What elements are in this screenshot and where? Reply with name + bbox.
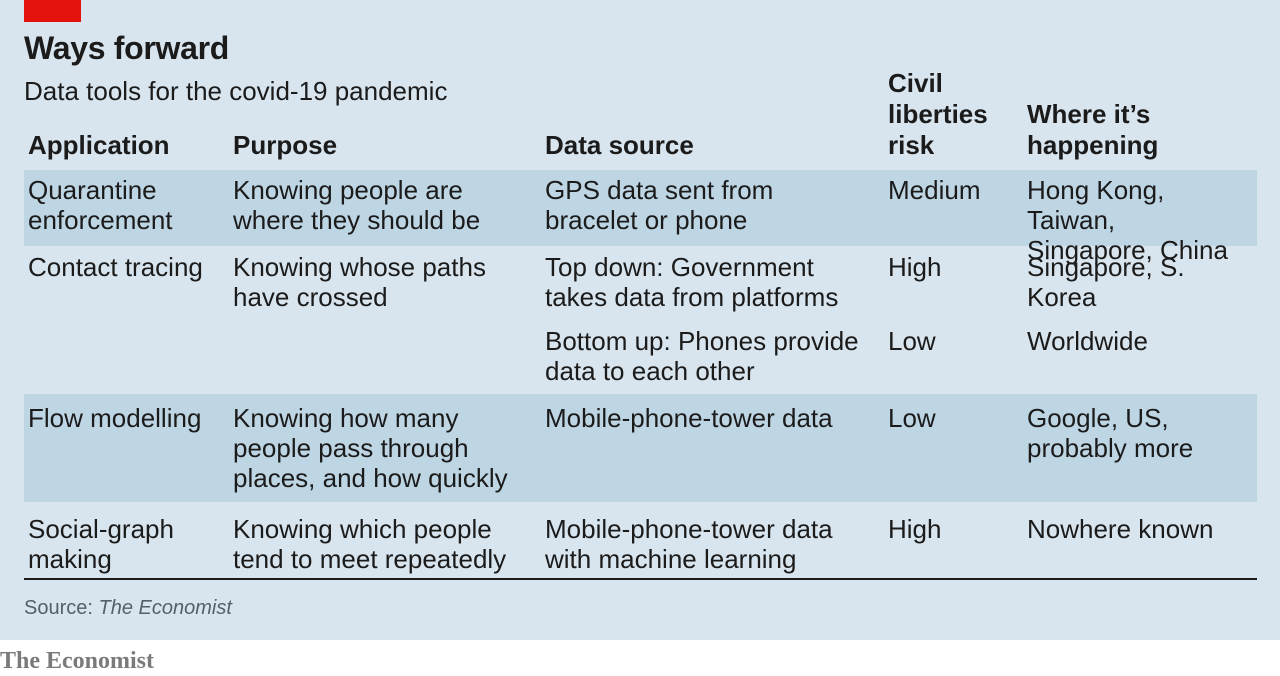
cell-risk: Low (888, 403, 936, 433)
page-subtitle: Data tools for the covid-19 pandemic (24, 76, 448, 106)
cell-data-source-2: Bottom up: Phones provide data to each o… (545, 326, 859, 386)
brand-logo-text: The Economist (0, 648, 155, 674)
cell-application: Quarantine enforcement (28, 175, 173, 235)
column-header-data-source: Data source (545, 130, 694, 160)
cell-data-source: GPS data sent from bracelet or phone (545, 175, 774, 235)
cell-where: Singapore, S. Korea (1027, 252, 1185, 312)
chart-panel: Ways forward Data tools for the covid-19… (0, 0, 1280, 640)
page-title: Ways forward (24, 30, 230, 66)
table-row: Social-graph making Knowing which people… (24, 502, 1257, 578)
cell-application: Social-graph making (28, 514, 174, 574)
table-row: Contact tracing Knowing whose paths have… (24, 246, 1257, 394)
column-header-purpose: Purpose (233, 130, 338, 160)
column-header-risk: Civil liberties risk (888, 68, 988, 160)
cell-data-source: Mobile-phone-tower data (545, 403, 833, 433)
cell-application: Flow modelling (28, 403, 202, 433)
cell-purpose: Knowing how many people pass through pla… (233, 403, 508, 493)
source-label: Source: (24, 597, 93, 619)
cell-application: Contact tracing (28, 252, 203, 282)
cell-where: Nowhere known (1027, 514, 1214, 544)
cell-data-source: Mobile-phone-tower data with machine lea… (545, 514, 833, 574)
table-row: Quarantine enforcement Knowing people ar… (24, 170, 1257, 265)
table-bottom-rule (24, 578, 1257, 580)
column-header-where: Where it’s happening (1027, 99, 1159, 160)
cell-where: Hong Kong, Taiwan, Singapore, China (1027, 175, 1228, 265)
cell-data-source: Top down: Government takes data from pla… (545, 252, 839, 312)
data-table: Quarantine enforcement Knowing people ar… (24, 170, 1257, 578)
brand-red-bar (24, 0, 81, 22)
source-note: Source: The Economist (24, 597, 232, 620)
cell-where-2: Worldwide (1027, 326, 1148, 356)
source-name: The Economist (98, 597, 232, 619)
cell-risk: High (888, 514, 942, 544)
table-row: Flow modelling Knowing how many people p… (24, 394, 1257, 502)
column-header-application: Application (28, 130, 170, 160)
cell-risk: High (888, 252, 942, 282)
cell-where: Google, US, probably more (1027, 403, 1194, 463)
cell-risk: Medium (888, 175, 981, 205)
cell-purpose: Knowing people are where they should be (233, 175, 481, 235)
cell-purpose: Knowing which people tend to meet repeat… (233, 514, 507, 574)
cell-purpose: Knowing whose paths have crossed (233, 252, 486, 312)
cell-risk-2: Low (888, 326, 936, 356)
